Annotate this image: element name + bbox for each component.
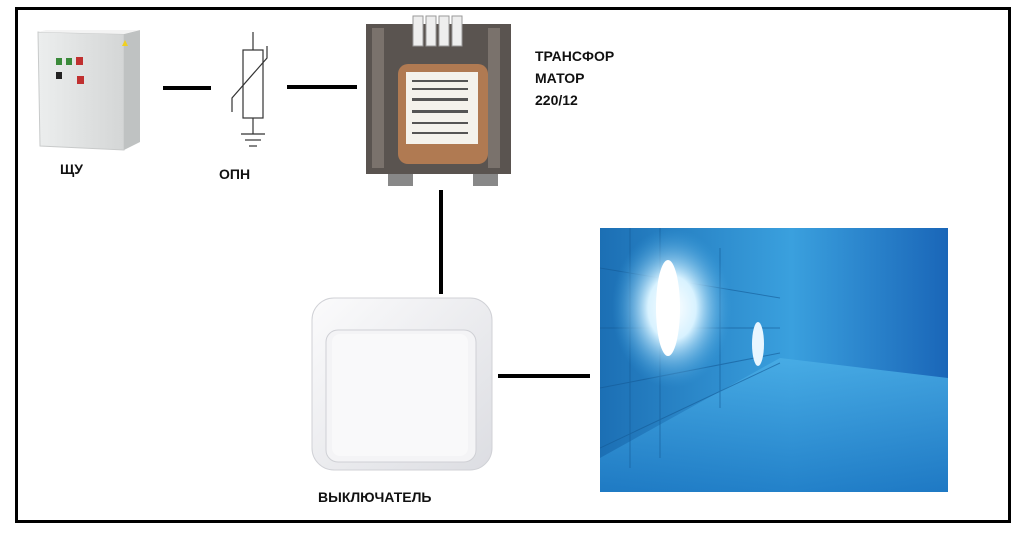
transformer-label: ТРАНСФОР МАТОР 220/12 — [535, 45, 614, 111]
wire-panel-arrester — [163, 86, 211, 90]
surge-arrester-label: ОПН — [219, 166, 251, 182]
transformer-label-line2: МАТОР — [535, 70, 585, 86]
switch-label: ВЫКЛЮЧАТЕЛЬ — [318, 489, 432, 505]
pool-light-image — [600, 228, 948, 492]
transformer-image — [366, 15, 511, 186]
light-switch-image — [311, 297, 493, 471]
wire-transformer-switch — [439, 190, 443, 294]
panel-label: ЩУ — [60, 161, 83, 177]
surge-arrester-symbol — [231, 32, 268, 147]
transformer-label-line3: 220/12 — [535, 92, 578, 108]
wire-switch-lamp — [498, 374, 590, 378]
wire-arrester-transformer — [287, 85, 357, 89]
transformer-label-line1: ТРАНСФОР — [535, 48, 615, 64]
control-panel-image — [37, 30, 140, 151]
diagram-frame — [15, 7, 1011, 523]
